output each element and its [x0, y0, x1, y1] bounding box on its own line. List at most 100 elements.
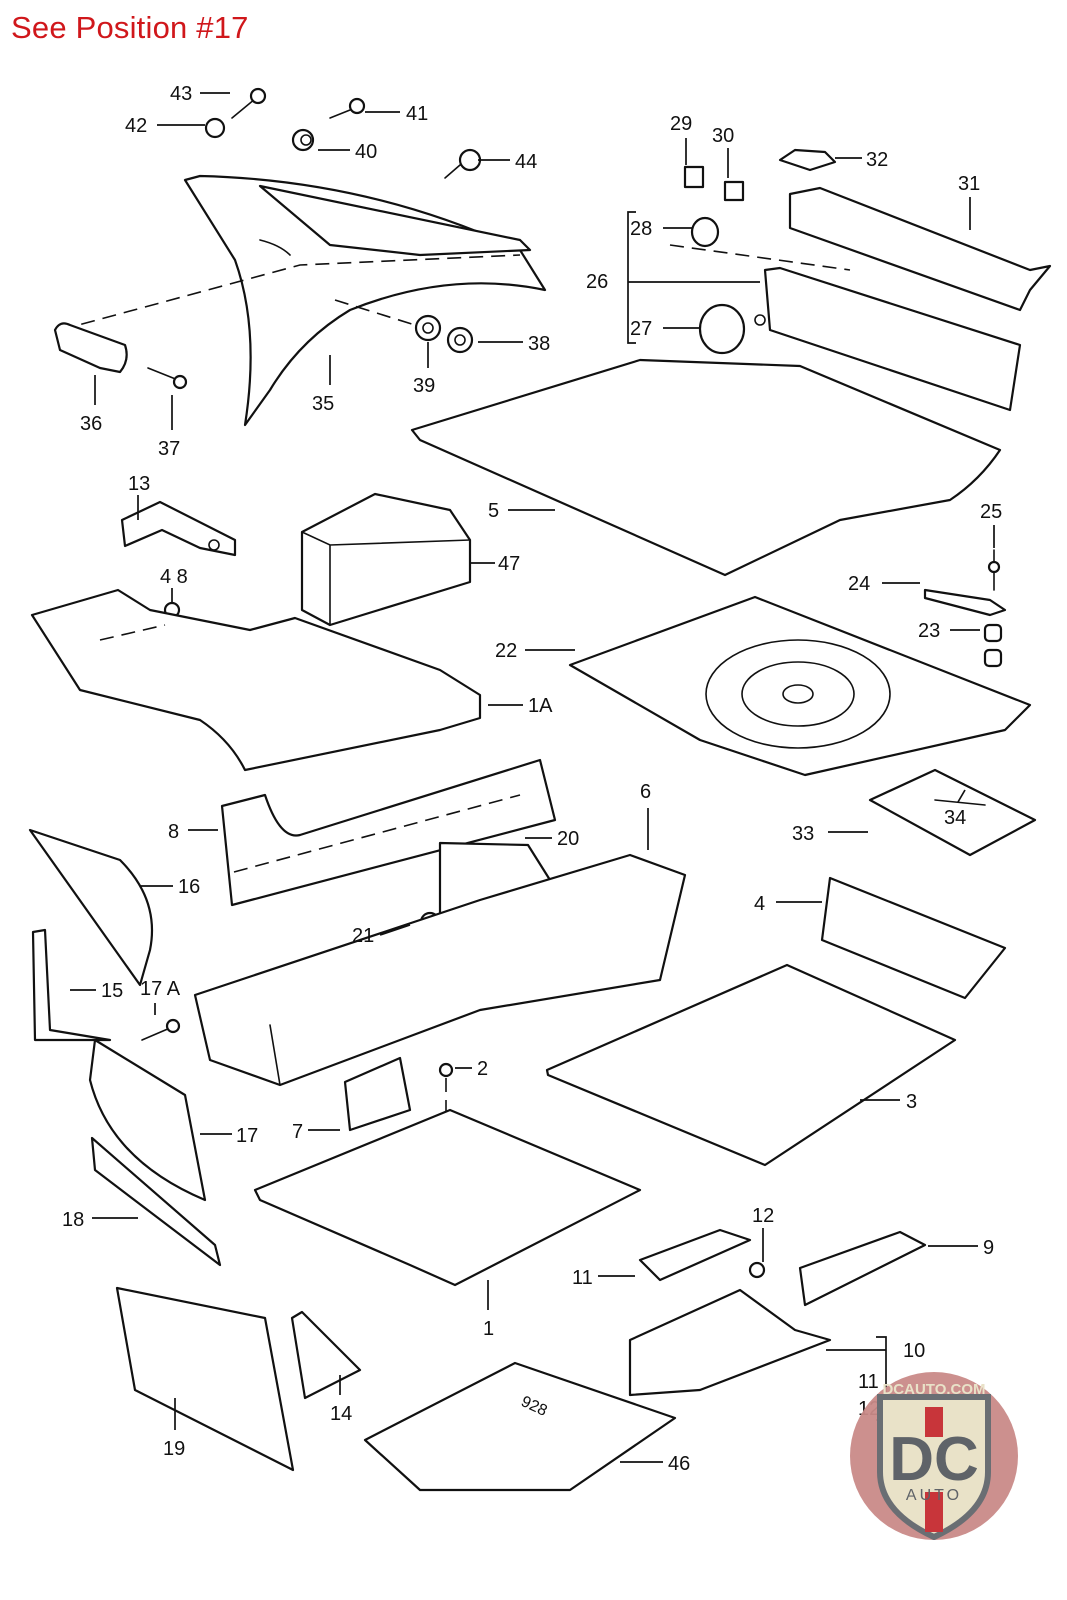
part-42-grommet	[204, 117, 226, 139]
callout-47[interactable]: 47	[498, 553, 520, 575]
callout-29[interactable]: 29	[670, 113, 692, 135]
callout-43[interactable]: 43	[170, 83, 192, 105]
part-37-screw	[147, 367, 188, 390]
part-19-cover	[115, 1286, 295, 1472]
callout-28[interactable]: 28	[630, 218, 652, 240]
part-1-mat	[253, 1108, 642, 1287]
part-34-hook	[934, 799, 986, 806]
callout-36[interactable]: 36	[80, 413, 102, 435]
part-28-disc	[690, 216, 720, 248]
callout-3[interactable]: 3	[906, 1091, 917, 1113]
part-33-seal	[868, 768, 1037, 857]
part-26-panel	[669, 244, 1022, 412]
part-27-knob	[698, 303, 766, 355]
callout-6[interactable]: 6	[640, 781, 651, 803]
callout-35[interactable]: 35	[312, 393, 334, 415]
callout-38[interactable]: 38	[528, 333, 550, 355]
callout-39[interactable]: 39	[413, 375, 435, 397]
part-46-mat: 928	[363, 1361, 677, 1492]
part-24-strap	[923, 588, 1007, 617]
callout-1A[interactable]: 1A	[528, 695, 553, 717]
part-39-grommet	[334, 299, 442, 342]
callout-10[interactable]: 10	[903, 1340, 925, 1362]
callout-11a[interactable]: 11	[572, 1267, 593, 1289]
callout-13[interactable]: 13	[128, 473, 150, 495]
part-16-cover	[28, 828, 154, 987]
part-31-trim	[788, 186, 1052, 312]
part-9-bracket	[798, 1230, 927, 1307]
part-11-slide	[638, 1228, 752, 1282]
callout-24[interactable]: 24	[848, 573, 870, 595]
callout-37[interactable]: 37	[158, 438, 180, 460]
callout-23[interactable]: 23	[918, 620, 940, 642]
callout-30[interactable]: 30	[712, 125, 734, 147]
part-44-clip	[444, 148, 482, 179]
callout-11b[interactable]: 11	[858, 1371, 879, 1393]
part-36-handle	[53, 322, 128, 374]
leader-line-34	[957, 789, 966, 803]
callout-33[interactable]: 33	[792, 823, 814, 845]
callout-41[interactable]: 41	[406, 103, 428, 125]
part-30-clip	[723, 180, 745, 202]
callout-5[interactable]: 5	[488, 500, 499, 522]
part-18-strip	[90, 1136, 222, 1267]
callout-17A[interactable]: 17 A	[140, 978, 181, 1000]
callout-26[interactable]: 26	[586, 271, 608, 293]
logo-auto: AUTO	[906, 1487, 962, 1504]
part-8-panel	[220, 758, 557, 907]
part-13-bracket	[120, 500, 237, 557]
callout-32[interactable]: 32	[866, 149, 888, 171]
callout-34[interactable]: 34	[944, 807, 966, 829]
callout-44[interactable]: 44	[515, 151, 537, 173]
part-14-bracket	[290, 1310, 362, 1400]
part-3-mat	[545, 963, 957, 1167]
part-1A-liner	[30, 588, 482, 772]
part-41-screw	[329, 97, 366, 119]
callout-18[interactable]: 18	[62, 1209, 84, 1231]
callout-8[interactable]: 8	[168, 821, 179, 843]
callout-12a[interactable]: 12	[752, 1205, 774, 1227]
callout-25[interactable]: 25	[980, 501, 1002, 523]
callout-17[interactable]: 17	[236, 1125, 258, 1147]
callout-21[interactable]: 21	[352, 925, 374, 947]
callout-42[interactable]: 42	[125, 115, 147, 137]
logo-stripe-top	[925, 1407, 943, 1437]
logo-domain: DCAUTO.COM	[882, 1381, 985, 1398]
part-12-screw	[748, 1261, 766, 1279]
bracket-26	[627, 211, 636, 344]
part-22-spare-cover	[568, 595, 1032, 777]
part-40-clip	[291, 128, 315, 152]
callout-7[interactable]: 7	[292, 1121, 303, 1143]
leader-line-21	[379, 924, 411, 936]
callout-4[interactable]: 4	[754, 893, 765, 915]
callout-14[interactable]: 14	[330, 1403, 352, 1425]
part-17-cover	[88, 1038, 207, 1202]
callout-46[interactable]: 46	[668, 1453, 690, 1475]
part-4-shelf	[820, 876, 1007, 1000]
part-5-carpet	[410, 358, 1002, 577]
callout-22[interactable]: 22	[495, 640, 517, 662]
part-17A-screw	[141, 1018, 181, 1041]
dcauto-watermark: DCAUTO.COM DC AUTO	[850, 1372, 1018, 1541]
callout-16[interactable]: 16	[178, 876, 200, 898]
callout-15[interactable]: 15	[101, 980, 123, 1002]
callout-27[interactable]: 27	[630, 318, 652, 340]
callout-40[interactable]: 40	[355, 141, 377, 163]
callout-48[interactable]: 4 8	[160, 566, 188, 588]
part-15-bracket	[31, 928, 112, 1042]
callout-2[interactable]: 2	[477, 1058, 488, 1080]
position-note: See Position #17	[11, 10, 249, 45]
part-6-console	[193, 853, 687, 1087]
callout-20[interactable]: 20	[557, 828, 579, 850]
part-35-side-trim	[59, 174, 547, 427]
callout-9[interactable]: 9	[983, 1237, 994, 1259]
part-10-bracket	[628, 1288, 832, 1397]
part-7-plate	[343, 1056, 412, 1132]
callout-19[interactable]: 19	[163, 1438, 185, 1460]
callout-1[interactable]: 1	[483, 1318, 494, 1340]
part-47-foam-block	[300, 492, 472, 627]
callout-31[interactable]: 31	[958, 173, 980, 195]
part-38-clip	[446, 326, 474, 354]
